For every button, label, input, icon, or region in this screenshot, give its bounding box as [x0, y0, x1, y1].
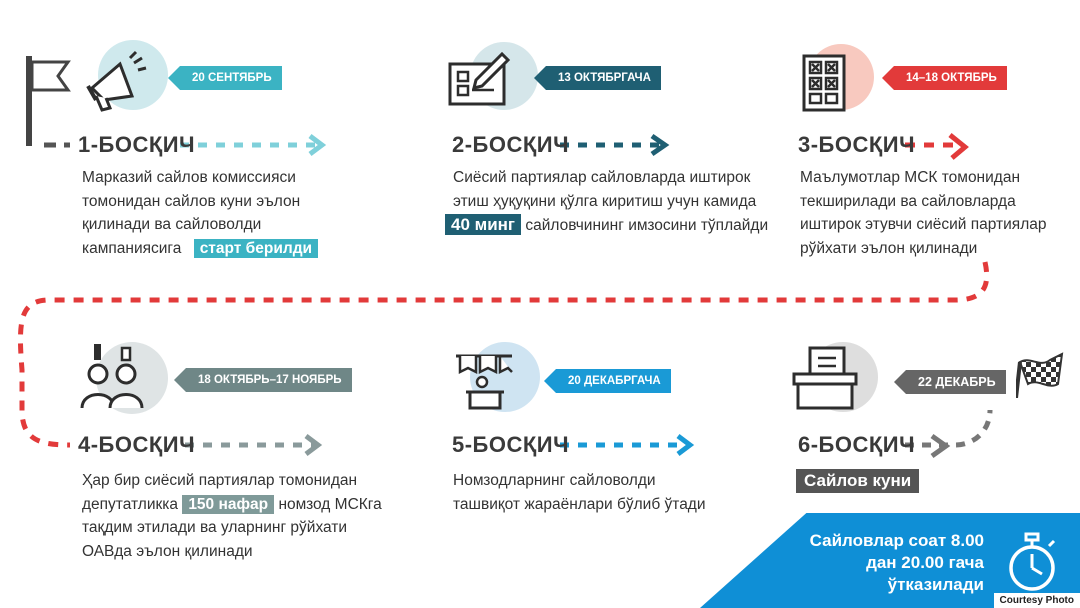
stopwatch-icon — [1009, 532, 1056, 591]
step3-description: Маълумотлар МСК томонидан текширилади ва… — [800, 169, 1047, 257]
step6-highlight: Сайлов куни — [796, 469, 920, 493]
podium-icon — [456, 354, 513, 410]
candidates-icon — [80, 344, 144, 409]
step2-date-tag: 13 ОКТЯБРГАЧА — [534, 66, 661, 90]
step1-highlight: старт берилди — [193, 238, 319, 258]
step3-title: 3-БОСҚИЧ — [798, 132, 916, 157]
megaphone-icon — [86, 50, 147, 112]
step4-date-tag: 18 ОКТЯБРЬ–17 НОЯБРЬ — [174, 368, 352, 392]
ballot-paper-icon — [448, 51, 511, 106]
photo-credit: Courtesy Photo — [993, 593, 1080, 608]
ballot-list-icon — [802, 54, 846, 112]
ballot-box-icon — [792, 346, 858, 410]
checkered-flag-icon — [1016, 352, 1064, 398]
step5-date-tag: 20 ДЕКАБРГАЧА — [544, 369, 671, 393]
step3-date-tag: 14–18 ОКТЯБРЬ — [882, 66, 1007, 90]
step5-title: 5-БОСҚИЧ — [452, 432, 570, 457]
step4-highlight: 150 нафар — [182, 494, 275, 514]
footer-text: Сайловлар соат 8.00 дан 20.00 гача ўтказ… — [809, 531, 984, 594]
step6-title: 6-БОСҚИЧ — [798, 432, 916, 457]
step2-highlight: 40 минг — [445, 214, 522, 235]
step6-date-tag: 22 ДЕКАБРЬ — [894, 370, 1006, 394]
flag-icon — [26, 56, 71, 146]
step2-title: 2-БОСҚИЧ — [452, 132, 570, 157]
step2-description: Сиёсий партиялар сайловларда иштирок эти… — [445, 166, 783, 238]
step5-description: Номзодларнинг сайловолди ташвиқот жараён… — [453, 472, 706, 513]
step1-description: Марказий сайлов комиссияси томонидан сай… — [82, 166, 342, 260]
step4-title: 4-БОСҚИЧ — [78, 432, 196, 457]
step1-title: 1-БОСҚИЧ — [78, 132, 196, 157]
step1-date-tag: 20 СЕНТЯБРЬ — [168, 66, 282, 90]
step4-description: Ҳар бир сиёсий партиялар томонидан депут… — [82, 472, 382, 560]
